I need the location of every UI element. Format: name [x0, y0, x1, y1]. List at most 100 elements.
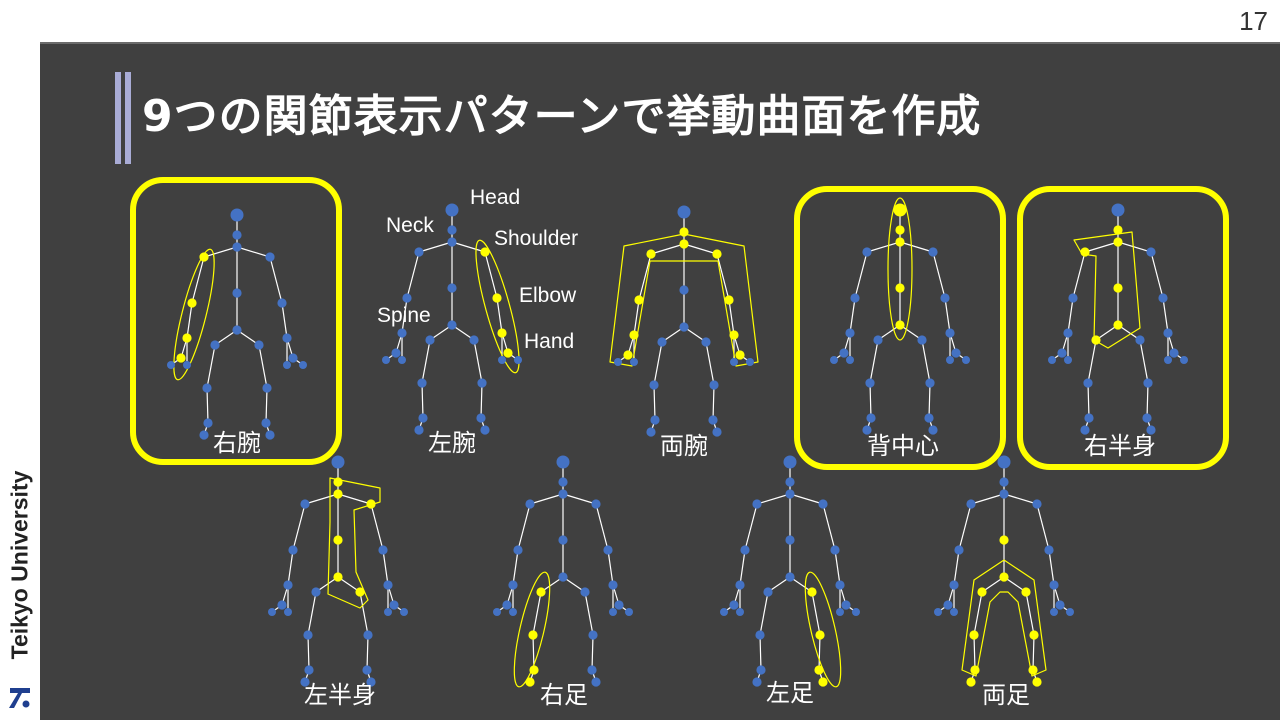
bone-line: [638, 253, 652, 301]
highlighted-joint: [503, 348, 513, 358]
highlighted-joint: [1091, 335, 1101, 345]
pattern-caption: 右半身: [1084, 432, 1156, 460]
highlighted-joint: [333, 477, 343, 487]
title-accent-bar: [115, 72, 121, 164]
bone-line: [401, 297, 408, 334]
highlight-outline: [887, 197, 913, 341]
joint-dot: [277, 600, 287, 610]
joint-dot: [841, 600, 851, 610]
highlighted-joint: [895, 237, 905, 247]
pattern-caption: 右足: [540, 681, 588, 709]
highlighted-joint: [895, 320, 905, 330]
bone-line: [382, 549, 389, 586]
joint-dot: [709, 380, 719, 390]
highlighted-joint: [366, 499, 376, 509]
bone-line: [854, 251, 868, 299]
joint-dot: [508, 580, 518, 590]
bone-line: [1162, 297, 1169, 334]
bone-line: [591, 634, 594, 671]
joint-dot: [1158, 293, 1168, 303]
top-bar: 17: [40, 0, 1280, 44]
bone-line: [928, 382, 931, 419]
bone-line: [705, 341, 715, 386]
joint-dot: [1169, 348, 1179, 358]
joint-dot: [476, 413, 486, 423]
joint-dot: [384, 608, 392, 616]
highlighted-joint: [529, 665, 539, 675]
bone-line: [258, 344, 268, 389]
joint-dot: [591, 499, 601, 509]
highlighted-joint: [333, 489, 343, 499]
joint-dot: [740, 545, 750, 555]
bone-line: [532, 591, 542, 636]
joint-dot: [363, 630, 373, 640]
joint-dot: [400, 608, 408, 616]
joint-dot: [609, 608, 617, 616]
bone-line: [265, 387, 268, 424]
selection-frame: [794, 186, 1006, 470]
bone-line: [473, 339, 483, 384]
joint-dot: [614, 600, 624, 610]
highlighted-joint: [492, 293, 502, 303]
joint-dot: [950, 608, 958, 616]
joint-dot: [1080, 425, 1090, 435]
joint-dot: [752, 499, 762, 509]
joint-dot: [513, 545, 523, 555]
joint-dot: [630, 358, 638, 366]
joint-dot: [1057, 348, 1067, 358]
bone-line: [1087, 382, 1090, 419]
bone-line: [712, 384, 715, 421]
joint-dot: [288, 545, 298, 555]
joint-dot: [708, 415, 718, 425]
joint-dot: [1044, 545, 1054, 555]
bone-line: [1036, 503, 1050, 551]
joint-dot: [943, 600, 953, 610]
skeleton-figure: 右半身: [1048, 203, 1188, 460]
joint-dot: [949, 580, 959, 590]
highlighted-joint: [815, 630, 825, 640]
joint-dot: [649, 380, 659, 390]
joint-dot: [608, 580, 618, 590]
joint-dot: [763, 587, 773, 597]
joint-dot: [1084, 413, 1094, 423]
joint-dot: [414, 425, 424, 435]
joint-dot: [650, 415, 660, 425]
joint-dot: [614, 358, 622, 366]
bone-line: [633, 299, 640, 336]
highlight-outline: [804, 571, 842, 688]
joint-dot: [1050, 608, 1058, 616]
joint-dot: [966, 499, 976, 509]
joint-dot: [934, 608, 942, 616]
skeleton-figure: 左半身: [268, 455, 408, 709]
title-accent-bar: [125, 72, 131, 164]
joint-dot: [785, 489, 795, 499]
pattern-caption: 左半身: [304, 681, 376, 709]
joint-dot: [701, 337, 711, 347]
selection-frame: [130, 177, 342, 465]
highlight-outline: [173, 248, 215, 381]
highlighted-joint: [182, 333, 192, 343]
joint-dot: [1064, 356, 1072, 364]
bone-line: [921, 339, 931, 384]
bone-line: [1067, 297, 1074, 334]
bone-line: [744, 503, 758, 551]
bone-line: [759, 591, 769, 636]
joint-dot: [785, 477, 795, 487]
joint-dot: [928, 247, 938, 257]
joint-dot: [265, 430, 275, 440]
highlighted-joint: [1021, 587, 1031, 597]
joint-dot: [288, 353, 298, 363]
bone-line: [607, 549, 614, 586]
joint-dot: [588, 630, 598, 640]
bone-line: [287, 549, 294, 586]
joint-dot: [202, 383, 212, 393]
bone-line: [206, 387, 209, 424]
highlighted-joint: [999, 535, 1009, 545]
sidebar: [0, 0, 40, 720]
bone-line: [1146, 382, 1149, 419]
bone-line: [512, 549, 519, 586]
joint-dot: [480, 425, 490, 435]
slide-title: 9つの関節表示パターンで挙動曲面を作成: [142, 91, 982, 142]
bone-line: [191, 256, 205, 304]
